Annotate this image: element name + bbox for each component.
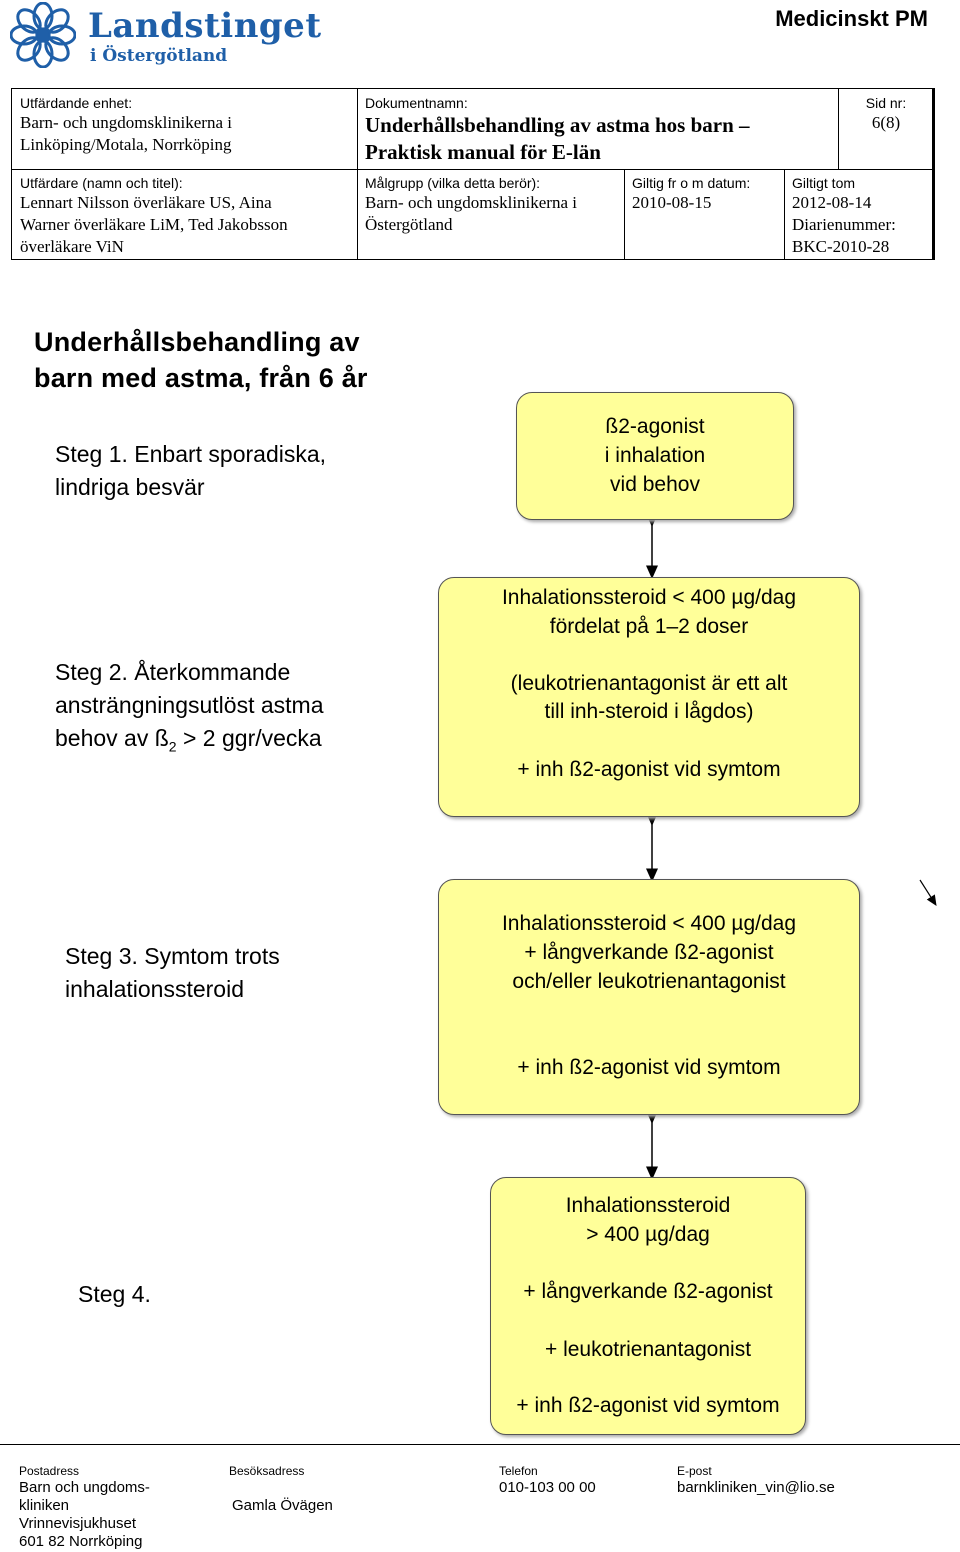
page-number-label: Sid nr: <box>865 95 907 111</box>
document-name-value: Underhållsbehandling av astma hos barn – <box>365 113 750 137</box>
page-number-value: 6(8) <box>871 113 901 132</box>
step-4-box: Inhalationssteroid > 400 µg/dag + långve… <box>490 1177 806 1435</box>
logo-name: Landstinget <box>88 6 322 46</box>
footer-divider <box>0 1444 960 1445</box>
postal-address-line: Vrinnevisjukhuset <box>19 1515 137 1532</box>
box-4-line: > 400 µg/dag <box>586 1223 710 1246</box>
chart-title-line: Underhållsbehandling av <box>34 327 360 357</box>
step-3-line: inhalationssteroid <box>65 976 245 1002</box>
chart-title-line: barn med astma, från 6 år <box>34 363 368 393</box>
valid-to-value: 2012-08-14 <box>792 193 872 212</box>
postal-address-label: Postadress <box>19 1464 80 1478</box>
step-1-line: lindriga besvär <box>55 474 205 500</box>
target-group-value: Barn- och ungdomsklinikerna i <box>365 193 577 212</box>
box-2-line: + inh ß2-agonist vid symtom <box>517 758 781 781</box>
postal-address-line: Barn och ungdoms- <box>19 1479 150 1496</box>
document-type: Medicinskt PM <box>775 6 928 31</box>
flower-logo-icon <box>10 2 76 68</box>
issuing-unit-value: Barn- och ungdomsklinikerna i <box>20 113 232 132</box>
step-1-line: Steg 1. Enbart sporadiska, <box>55 441 327 467</box>
target-group-cell: Målgrupp (vilka detta berör): Barn- och … <box>357 171 624 259</box>
box-4-line: + inh ß2-agonist vid symtom <box>516 1394 780 1417</box>
step-1-label: Steg 1. Enbart sporadiska, lindriga besv… <box>55 438 326 504</box>
step-2-subscript: 2 <box>168 738 177 755</box>
box-1-line: ß2-agonist <box>605 415 705 438</box>
box-4-line: Inhalationssteroid <box>565 1194 731 1217</box>
box-3-line: och/eller leukotrienantagonist <box>512 970 786 993</box>
logo-region: i Östergötland <box>90 46 228 66</box>
diary-number-label: Diarienummer: <box>792 215 896 234</box>
step-2-text: behov av ß <box>55 725 169 751</box>
issuer-value: Warner överläkare LiM, Ted Jakobsson <box>20 215 288 234</box>
step-2-text: > 2 ggr/vecka <box>176 725 322 751</box>
step-1-box: ß2-agonist i inhalation vid behov <box>516 392 794 520</box>
step-2-line: behov av ß2 > 2 ggr/vecka <box>55 722 324 764</box>
target-group-value: Östergötland <box>365 215 453 234</box>
issuing-unit-value: Linköping/Motala, Norrköping <box>20 135 232 154</box>
phone-label: Telefon <box>499 1464 538 1478</box>
issuing-unit-label: Utfärdande enhet: <box>20 95 133 111</box>
valid-to-cell: Giltigt tom 2012-08-14 Diarienummer: BKC… <box>784 171 934 259</box>
stray-arrow <box>919 879 937 907</box>
email-value: barnkliniken_vin@lio.se <box>677 1479 835 1496</box>
step-2-box: Inhalationssteroid < 400 µg/dag fördelat… <box>438 577 860 817</box>
box-3-line: + långverkande ß2-agonist <box>524 941 774 964</box>
box-3-line: + inh ß2-agonist vid symtom <box>517 1056 781 1079</box>
issuer-value: Lennart Nilsson överläkare US, Aina <box>20 193 272 212</box>
postal-address-line: 601 82 Norrköping <box>19 1533 143 1550</box>
box-4-line: + långverkande ß2-agonist <box>523 1280 773 1303</box>
box-2-line: till inh-steroid i lågdos) <box>544 700 754 723</box>
step-3-box: Inhalationssteroid < 400 µg/dag + långve… <box>438 879 860 1115</box>
issuing-unit-cell: Utfärdande enhet: Barn- och ungdomsklini… <box>12 91 357 169</box>
diary-number-value: BKC-2010-28 <box>792 237 890 256</box>
document-name-cell: Dokumentnamn: Underhållsbehandling av as… <box>357 91 838 169</box>
header-table: Utfärdande enhet: Barn- och ungdomsklini… <box>11 88 935 260</box>
email-label: E-post <box>677 1464 712 1478</box>
document-name-label: Dokumentnamn: <box>365 95 468 111</box>
logo: Landstinget i Östergötland <box>10 2 321 72</box>
postal-address-line: kliniken <box>19 1497 70 1514</box>
valid-from-cell: Giltig fr o m datum: 2010-08-15 <box>624 171 784 259</box>
valid-from-label: Giltig fr o m datum: <box>632 175 751 191</box>
page-number-cell: Sid nr: 6(8) <box>838 91 934 169</box>
step-2-line: Steg 2. Återkommande <box>55 659 291 685</box>
step-4-label: Steg 4. <box>78 1281 151 1307</box>
box-4-line: + leukotrienantagonist <box>544 1338 752 1361</box>
step-3-label: Steg 3. Symtom trots inhalationssteroid <box>65 940 280 1006</box>
valid-to-label: Giltigt tom <box>792 175 856 191</box>
box-3-line: Inhalationssteroid < 400 µg/dag <box>501 912 797 935</box>
step-2-label: Steg 2. Återkommande ansträngningsutlöst… <box>55 656 324 764</box>
chart-title: Underhållsbehandling av barn med astma, … <box>34 324 368 396</box>
target-group-label: Målgrupp (vilka detta berör): <box>365 175 541 191</box>
box-2-line: Inhalationssteroid < 400 µg/dag <box>501 586 797 609</box>
phone-value: 010-103 00 00 <box>499 1479 596 1496</box>
box-1-line: vid behov <box>610 473 700 496</box>
visit-address-value: Gamla Övägen <box>232 1497 333 1514</box>
valid-from-value: 2010-08-15 <box>632 193 712 212</box>
step-3-line: Steg 3. Symtom trots <box>65 943 280 969</box>
box-1-line: i inhalation <box>604 444 706 467</box>
document-name-value: Praktisk manual för E-län <box>365 140 601 164</box>
issuer-value: överläkare ViN <box>20 237 124 256</box>
box-2-line: (leukotrienantagonist är ett alt <box>510 672 788 695</box>
step-2-line: ansträngningsutlöst astma <box>55 692 324 718</box>
visit-address-label: Besöksadress <box>229 1464 305 1478</box>
box-2-line: fördelat på 1–2 doser <box>549 615 749 638</box>
issuer-cell: Utfärdare (namn och titel): Lennart Nils… <box>12 171 357 259</box>
issuer-label: Utfärdare (namn och titel): <box>20 175 183 191</box>
